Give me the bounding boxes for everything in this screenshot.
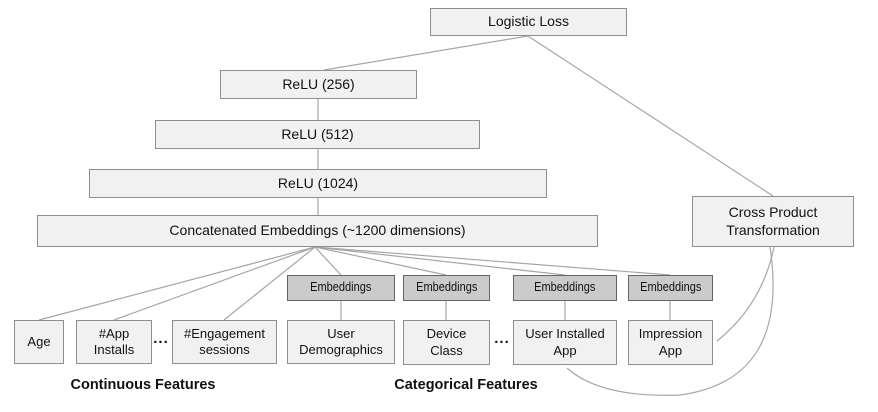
edge-concat-emb1	[314, 246, 342, 276]
node-engagement-sessions: #Engagement sessions	[172, 320, 277, 364]
node-relu-512: ReLU (512)	[155, 120, 480, 149]
node-concatenated-embeddings: Concatenated Embeddings (~1200 dimension…	[37, 215, 598, 247]
edge-concat-emb2	[314, 246, 447, 276]
categorical-features-ellipsis: ...	[494, 329, 510, 347]
edge-concat-engagement	[223, 246, 316, 321]
continuous-features-ellipsis: ...	[153, 329, 169, 347]
node-cross-product-transformation: Cross Product Transformation	[692, 196, 854, 247]
edge-crossproduct-userinstalledapp	[566, 246, 774, 396]
node-embeddings-user-installed-app: Embeddings	[513, 275, 617, 301]
node-embeddings-device-class: Embeddings	[403, 275, 490, 301]
node-relu-1024: ReLU (1024)	[89, 169, 547, 198]
node-user-installed-app: User Installed App	[513, 320, 617, 365]
node-embeddings-impression-app: Embeddings	[628, 275, 713, 301]
edge-concat-appinstalls	[113, 246, 316, 321]
node-relu-256: ReLU (256)	[220, 70, 417, 99]
node-user-demographics: User Demographics	[287, 320, 395, 364]
embeddings-label: Embeddings	[310, 280, 372, 295]
node-impression-app: Impression App	[628, 320, 713, 365]
label-categorical-features: Categorical Features	[394, 377, 538, 393]
embeddings-label: Embeddings	[534, 280, 596, 295]
edge-loss-crossproduct	[527, 35, 774, 197]
edge-concat-age	[38, 246, 316, 321]
node-app-installs: #App Installs	[76, 320, 152, 364]
node-age: Age	[14, 320, 64, 364]
edge-concat-emb4	[314, 246, 671, 276]
label-continuous-features: Continuous Features	[70, 377, 216, 393]
embeddings-label: Embeddings	[415, 280, 478, 295]
edge-loss-relu256	[323, 35, 529, 71]
node-logistic-loss: Logistic Loss	[430, 8, 627, 36]
node-embeddings-user-demographics: Embeddings	[287, 275, 395, 301]
node-device-class: Device Class	[403, 320, 490, 365]
embeddings-label: Embeddings	[639, 280, 702, 295]
edge-concat-emb3	[314, 246, 566, 276]
edge-crossproduct-impressionapp	[716, 246, 775, 342]
